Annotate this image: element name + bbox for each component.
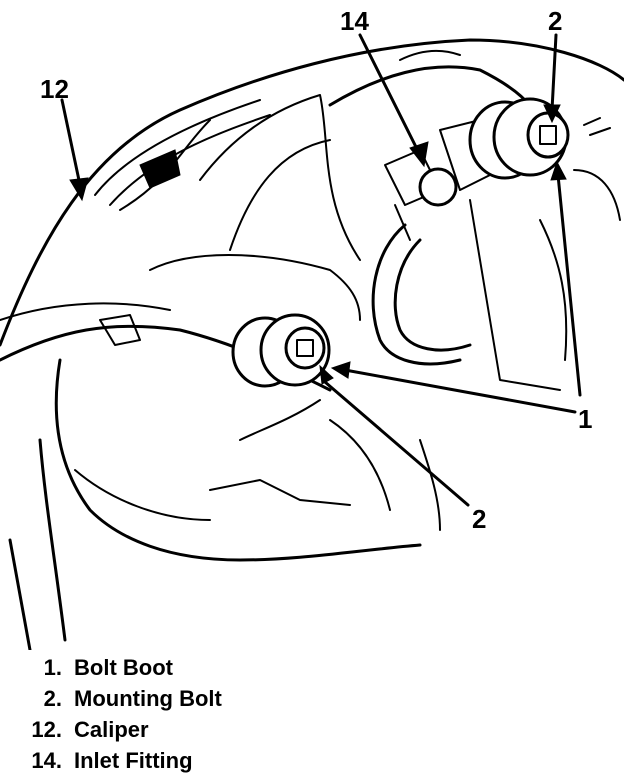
mounting-bolt-top [468,97,570,180]
legend-number: 12. [31,716,62,742]
legend-label: Caliper [74,716,149,742]
callout-caliper: 12 [40,74,69,104]
callout-inlet-fitting: 14 [340,6,369,36]
steering-knuckle [8,314,441,650]
legend-number: 2. [43,685,62,711]
inlet-fitting [384,149,458,241]
legend-item: 12. Caliper [10,714,410,745]
legend-item: 2. Mounting Bolt [10,683,410,714]
brake-hose [371,223,472,366]
callout-bolt-boot: 1 [578,404,592,434]
callout-mounting-bolt-top: 2 [548,6,562,36]
legend-number: 1. [43,654,62,680]
leader-lines [60,33,582,507]
legend-number: 14. [31,747,62,773]
caliper-diagram: 12 14 2 1 2 [0,6,624,650]
legend-item: 1. Bolt Boot [10,652,410,683]
legend-label: Bolt Boot [74,654,173,680]
caliper-body [0,38,624,392]
legend-item: 14. Inlet Fitting [10,745,410,776]
legend-label: Mounting Bolt [74,685,222,711]
mounting-bolt-bottom [231,313,331,388]
legend: 1. Bolt Boot 2. Mounting Bolt 12. Calipe… [10,652,410,776]
legend-label: Inlet Fitting [74,747,193,773]
callout-mounting-bolt-bottom: 2 [472,504,486,534]
